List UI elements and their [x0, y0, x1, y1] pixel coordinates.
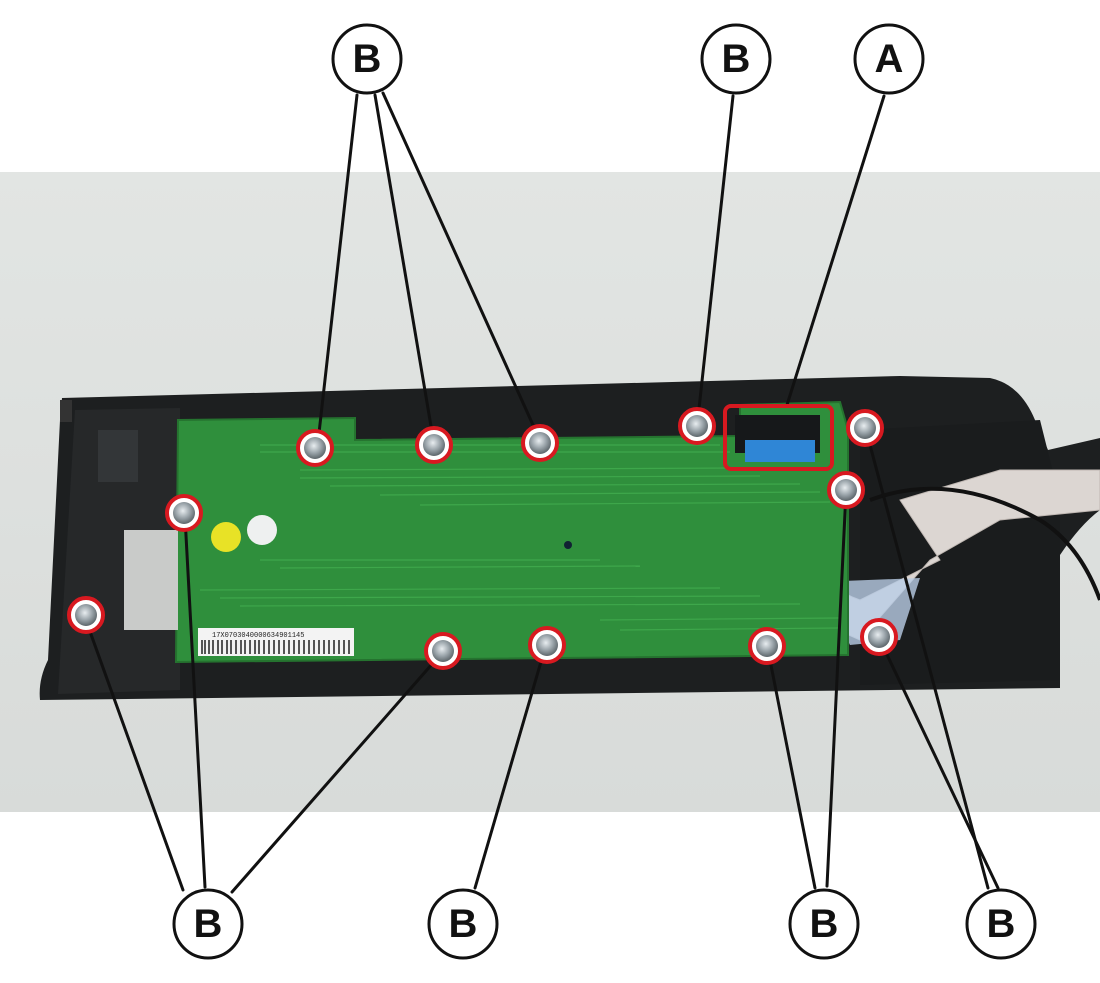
black-wire: [869, 486, 1100, 601]
pcb-white-sticker: [247, 515, 277, 545]
callout-b-bottom-3: B: [788, 888, 860, 960]
callout-label: B: [353, 37, 382, 81]
callout-b-bottom-4: B: [965, 888, 1037, 960]
callout-b-bottom-1: B: [172, 888, 244, 960]
callout-label: B: [722, 37, 751, 81]
leader-b1-3: [381, 91, 540, 438]
metal-bracket: [124, 530, 178, 630]
leader-lines: [86, 91, 1000, 894]
leader-b1-1: [316, 93, 359, 444]
bezel-slot-left-2: [60, 400, 72, 422]
screw: [846, 409, 884, 447]
pcb-yellow-sticker: [211, 522, 241, 552]
callout-b-bottom-2: B: [427, 888, 499, 960]
screw: [415, 426, 453, 464]
callout-b-top-right: B: [700, 23, 772, 95]
photo: 17X0703040000634901145: [0, 172, 1100, 812]
leader-b6-1: [864, 428, 990, 890]
barcode-label: 17X0703040000634901145: [198, 628, 354, 656]
callout-label: B: [987, 902, 1016, 946]
screws: [67, 407, 898, 670]
leader-b3-1: [86, 624, 185, 892]
callouts: B B A B B B B: [172, 23, 1037, 960]
screw: [521, 424, 559, 462]
leader-b1-2: [373, 93, 435, 440]
pcb-traces: [199, 444, 841, 631]
screw: [860, 618, 898, 656]
callout-b-top-left: B: [331, 23, 403, 95]
ribbon-connector: [735, 415, 820, 462]
screw: [748, 627, 786, 665]
screw: [528, 626, 566, 664]
screw: [678, 407, 716, 445]
pcb-hole: [564, 541, 572, 549]
callout-label: B: [449, 902, 478, 946]
callout-label: A: [875, 37, 904, 81]
barcode-text: 17X0703040000634901145: [212, 632, 304, 640]
bezel-slot-left: [98, 430, 138, 482]
callout-label: B: [194, 902, 223, 946]
leader-b3-2: [183, 515, 207, 889]
leader-b5-2: [825, 490, 848, 888]
screw: [67, 596, 105, 634]
screw: [165, 494, 203, 532]
leader-a: [785, 94, 886, 407]
callout-a: A: [853, 23, 925, 95]
screw: [827, 471, 865, 509]
leader-b3-3: [230, 653, 442, 894]
connector-highlight: [723, 404, 834, 471]
leader-b6-2: [878, 638, 1000, 890]
leader-b2: [696, 94, 735, 420]
screw: [424, 632, 462, 670]
leader-b5-1: [766, 648, 817, 890]
callout-label: B: [810, 902, 839, 946]
screw: [296, 429, 334, 467]
barcode-bars: [201, 640, 350, 654]
leader-b4: [473, 646, 547, 890]
